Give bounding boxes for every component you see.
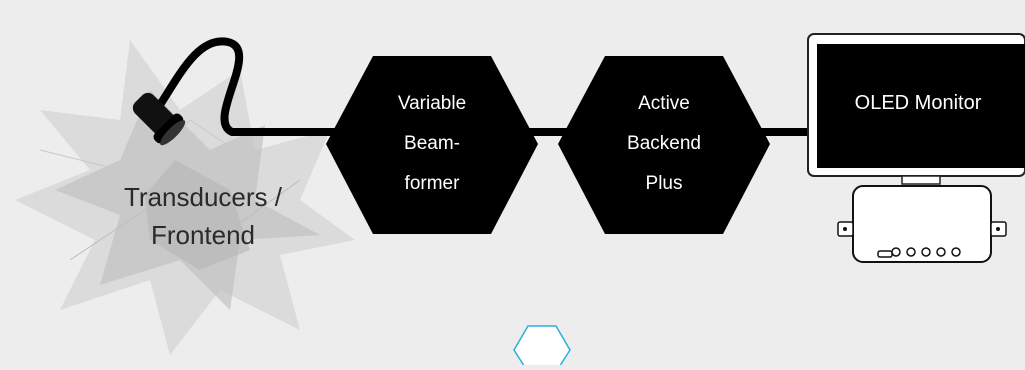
beamformer-line-3: former <box>404 173 460 194</box>
beamformer-hexagon <box>326 56 538 234</box>
frontend-label: Transducers / Frontend <box>88 178 318 254</box>
frontend-line-1: Transducers / <box>124 182 282 212</box>
transducer-probe-icon <box>132 92 186 146</box>
backend-label: Active Backend Plus <box>598 84 730 204</box>
backend-line-3: Plus <box>645 173 683 194</box>
crystal-splash-graphic <box>15 40 355 355</box>
connector-line <box>146 37 812 136</box>
beamformer-line-1: Variable <box>397 93 467 114</box>
beamformer-line-2: Beam- <box>404 133 460 154</box>
backend-line-2: Backend <box>627 133 701 154</box>
backend-line-1: Active <box>638 93 690 114</box>
backend-hexagon <box>558 56 770 234</box>
accent-hexagon-outline <box>513 325 571 370</box>
beamformer-label: Variable Beam- former <box>366 84 498 204</box>
monitor-label: OLED Monitor <box>854 92 982 114</box>
frontend-line-2: Frontend <box>150 220 256 250</box>
oled-monitor-icon <box>807 33 1025 263</box>
